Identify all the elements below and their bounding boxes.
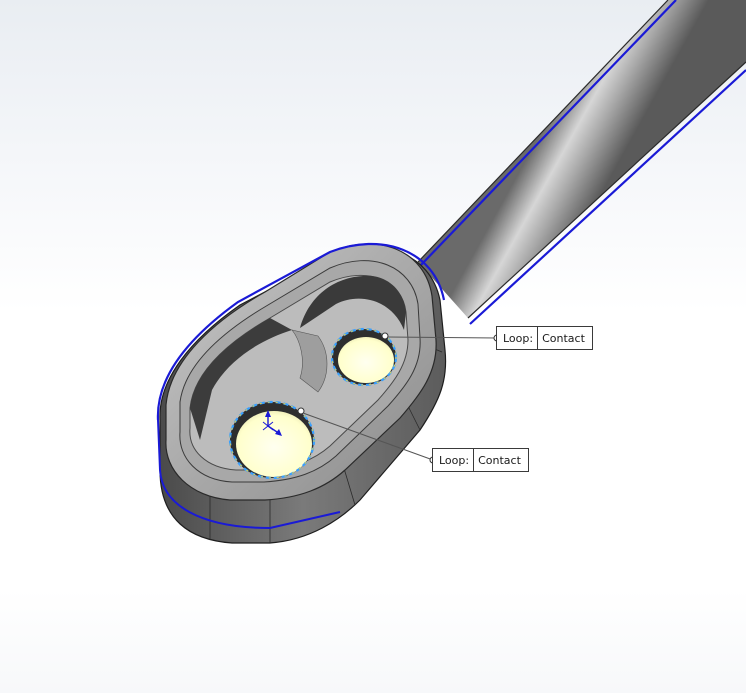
hole-lower[interactable] xyxy=(228,400,316,480)
ratchet-head[interactable] xyxy=(156,243,447,544)
callout-key: Loop: xyxy=(497,327,539,349)
loop-callout-upper[interactable]: Loop: Contact xyxy=(496,326,593,350)
loop-callout-lower[interactable]: Loop: Contact xyxy=(432,448,529,472)
callout-key: Loop: xyxy=(433,449,475,471)
callout-value: Contact xyxy=(478,453,521,467)
hole-upper[interactable] xyxy=(330,327,398,387)
reference-triad-icon xyxy=(262,410,282,436)
callout-value: Contact xyxy=(542,331,585,345)
shaft[interactable] xyxy=(417,0,746,325)
